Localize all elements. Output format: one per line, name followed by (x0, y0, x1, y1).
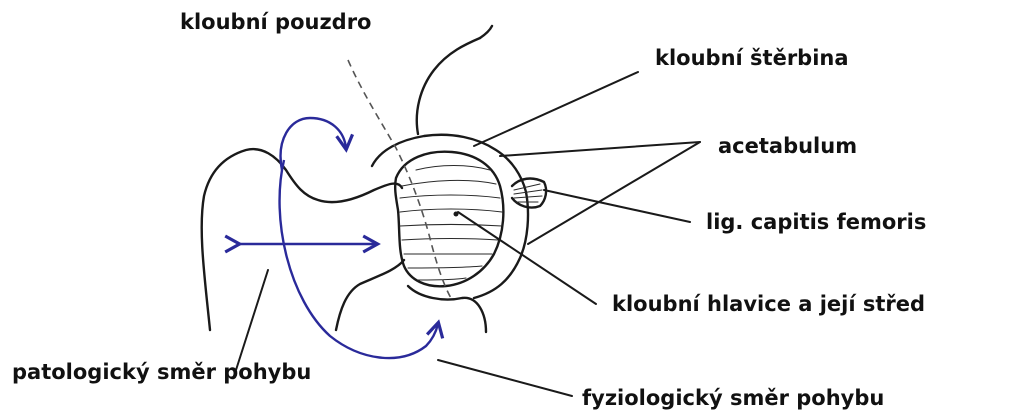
label-joint-gap: kloubní štěrbina (655, 48, 849, 69)
leader-joint-gap (474, 72, 638, 146)
leader-physiological (438, 360, 572, 396)
femur-outline (202, 149, 402, 330)
pelvis-upper-line (417, 38, 480, 134)
femur-lesser-trochanter (408, 286, 486, 332)
label-acetabulum: acetabulum (718, 136, 857, 157)
leader-acetabulum-top (500, 142, 700, 156)
femoral-head (395, 152, 503, 287)
label-ligament: lig. capitis femoris (706, 212, 926, 233)
label-femoral-head: kloubní hlavice a její střed (612, 294, 925, 315)
pelvis-upper-line-2 (480, 26, 492, 38)
acetabulum-rim (372, 135, 528, 298)
leader-ligament (544, 190, 690, 222)
label-physiological-direction: fyziologický směr pohybu (582, 388, 884, 409)
leader-pathological (236, 270, 268, 370)
femur-neck-lower (336, 260, 404, 330)
label-capsule: kloubní pouzdro (180, 12, 371, 33)
label-pathological-direction: patologický směr pohybu (12, 362, 311, 383)
physiological-arrow-top (281, 118, 346, 170)
